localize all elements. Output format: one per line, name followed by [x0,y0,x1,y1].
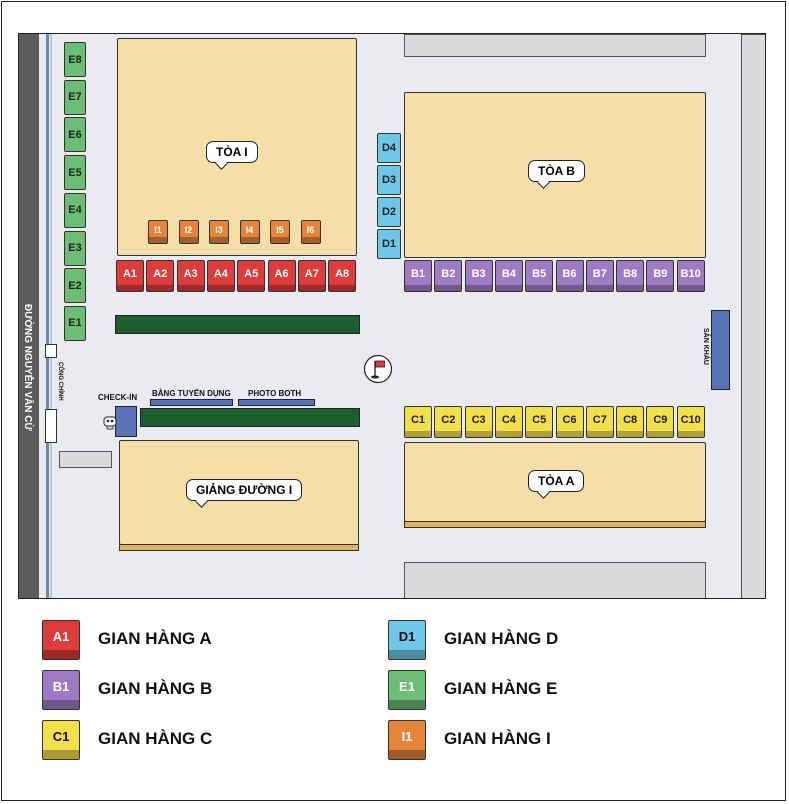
stage-label-text: SÂN KHẤU [702,328,709,365]
building-base-giang-duong [119,544,359,551]
booth-d4[interactable]: D4 [377,133,401,163]
booth-a3[interactable]: A3 [176,260,205,292]
booth-a2[interactable]: A2 [146,260,175,292]
building-label-toa-b: TÒA B [528,160,585,182]
legend-code: E1 [399,679,415,694]
legend-code: C1 [52,729,70,744]
legend-label: GIAN HÀNG A [98,629,212,648]
street [19,34,39,598]
legend-label: GIAN HÀNG C [98,729,213,748]
booth-a8[interactable]: A8 [328,260,357,292]
photo-booth-label: PHOTO BOTH [248,389,302,398]
legend-code: B1 [52,679,70,694]
booth-e8[interactable]: E8 [64,42,86,77]
booth-a4[interactable]: A4 [206,260,235,292]
sidewalk-line-2 [50,34,52,598]
checkin-desk[interactable] [115,406,137,437]
booth-c9[interactable]: C9 [646,406,675,438]
gate-post-top [45,344,57,358]
legend-label: GIAN HÀNG I [444,729,551,748]
booth-b7[interactable]: B7 [585,260,614,292]
booth-b4[interactable]: B4 [494,260,523,292]
gray-area-bottom [404,562,706,598]
booth-b8[interactable]: B8 [616,260,645,292]
green-area-bottom [140,408,360,427]
gate-label-text: CỔNG CHÍNH [57,362,63,401]
booth-a6[interactable]: A6 [267,260,296,292]
booth-e3[interactable]: E3 [64,230,86,266]
sidewalk-line [46,34,49,598]
legend-swatch-e1: E1 [388,670,426,710]
stage[interactable] [711,310,730,390]
checkin-label: CHECK-IN [98,393,138,402]
booth-e1[interactable]: E1 [64,305,86,341]
booth-e4[interactable]: E4 [64,192,86,228]
booth-d1[interactable]: D1 [377,229,401,259]
booth-c4[interactable]: C4 [494,406,523,438]
photo-booth[interactable] [238,399,315,406]
booth-b5[interactable]: B5 [525,260,554,292]
booth-b6[interactable]: B6 [555,260,584,292]
booth-c1[interactable]: C1 [404,406,432,438]
recruit-board[interactable] [150,399,233,406]
booth-i1[interactable]: I1 [148,220,168,244]
gate-post-bottom [45,409,57,443]
legend-swatch-b1: B1 [42,670,80,710]
legend-code: I1 [401,729,413,744]
street-label-text: ĐƯỜNG NGUYỄN VĂN CỪ [22,304,33,431]
booth-c6[interactable]: C6 [555,406,584,438]
legend-code: A1 [52,629,70,644]
booth-i6[interactable]: I6 [300,220,321,244]
booth-i4[interactable]: I4 [239,220,260,244]
legend-swatch-c1: C1 [42,720,80,760]
building-label-toa-a: TÒA A [528,470,585,492]
legend-swatch-a1: A1 [42,620,80,660]
recruit-board-label: BẢNG TUYỂN DỤNG [152,389,231,398]
booth-c7[interactable]: C7 [585,406,614,438]
gray-area-left [59,451,112,468]
building-label-toa-i: TÒA I [206,141,258,163]
booth-b2[interactable]: B2 [434,260,463,292]
booth-e2[interactable]: E2 [64,268,86,304]
booth-b9[interactable]: B9 [646,260,675,292]
booth-d3[interactable]: D3 [377,165,401,195]
legend-swatch-d1: D1 [388,620,426,660]
booth-i2[interactable]: I2 [178,220,199,244]
gray-area-top [404,34,706,57]
booth-d2[interactable]: D2 [377,197,401,227]
booth-c2[interactable]: C2 [434,406,463,438]
booth-e7[interactable]: E7 [64,79,86,115]
booth-e6[interactable]: E6 [64,117,86,153]
booth-b1[interactable]: B1 [404,260,432,292]
booth-c3[interactable]: C3 [464,406,493,438]
building-base-toa-a [404,521,706,528]
flag-icon [363,354,393,384]
legend-code: D1 [398,629,416,644]
gray-area-right [741,34,765,598]
booth-a5[interactable]: A5 [237,260,266,292]
building-label-giang-duong: GIẢNG ĐƯỜNG I [186,479,303,501]
booth-c10[interactable]: C10 [676,406,705,438]
robot-icon [102,414,118,430]
booth-a7[interactable]: A7 [297,260,326,292]
green-area-top [115,315,360,334]
booth-c8[interactable]: C8 [616,406,645,438]
booth-c5[interactable]: C5 [525,406,554,438]
legend-swatch-i1: I1 [388,720,426,760]
booth-b10[interactable]: B10 [676,260,705,292]
booth-a1[interactable]: A1 [116,260,144,292]
legend-label: GIAN HÀNG D [444,629,559,648]
legend-label: GIAN HÀNG B [98,679,213,698]
booth-e5[interactable]: E5 [64,155,86,191]
booth-i3[interactable]: I3 [209,220,229,244]
booth-b3[interactable]: B3 [464,260,493,292]
legend-label: GIAN HÀNG E [444,679,558,698]
booth-i5[interactable]: I5 [270,220,290,244]
